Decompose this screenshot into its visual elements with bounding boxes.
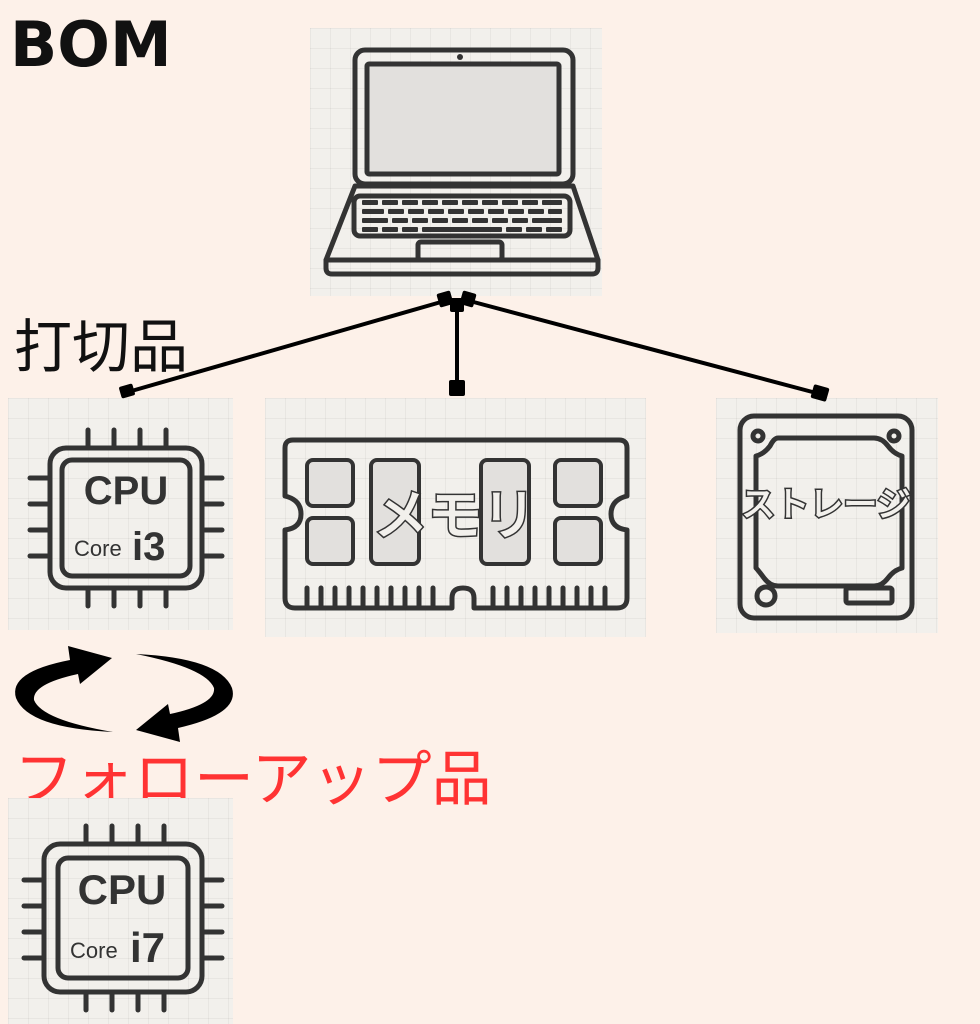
storage-text: ストレージ xyxy=(741,485,910,525)
edge-laptop-memory[interactable] xyxy=(449,300,465,396)
cpu-i7-node[interactable]: CPU Core i7 xyxy=(8,798,233,1024)
storage-drive-icon: ストレージ xyxy=(737,413,915,621)
cycle-arrows-icon xyxy=(15,646,233,742)
cpu-i3-node[interactable]: CPU Core i3 xyxy=(8,398,233,630)
chip-brand: Core xyxy=(70,938,118,963)
chip-title: CPU xyxy=(84,469,168,513)
connector-end-marker xyxy=(449,380,465,396)
memory-module-icon: メモリ xyxy=(282,437,630,611)
diagram-title: BOM xyxy=(10,8,172,81)
end-of-life-label: 打切品 xyxy=(14,313,189,381)
chip-model: i3 xyxy=(132,525,165,569)
laptop-node[interactable] xyxy=(310,28,602,296)
memory-text: メモリ xyxy=(374,484,536,547)
laptop-icon xyxy=(323,47,601,277)
chip-model: i7 xyxy=(130,924,165,971)
memory-node[interactable]: メモリ xyxy=(265,398,646,637)
connector-end-marker xyxy=(119,383,135,399)
cpu-chip-icon: CPU Core i7 xyxy=(21,823,225,1013)
edge-laptop-storage[interactable] xyxy=(465,298,830,402)
chip-brand: Core xyxy=(74,536,122,561)
storage-node[interactable]: ストレージ xyxy=(716,398,938,633)
cpu-chip-icon: CPU Core i3 xyxy=(27,427,225,609)
chip-title: CPU xyxy=(78,866,167,913)
